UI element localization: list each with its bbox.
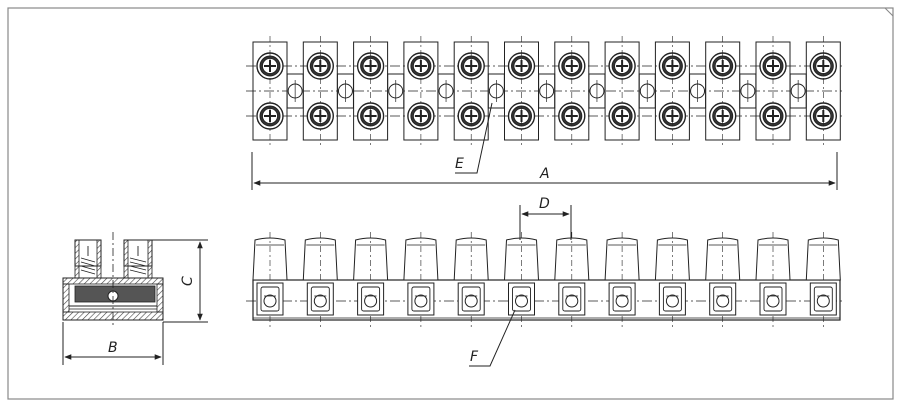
wire-hole-icon [716,294,730,308]
front-body-outline [252,279,841,321]
terminal-front [554,232,590,328]
screw-tower [705,237,741,281]
label-c: C [180,276,196,286]
wire-hole-icon [766,294,780,308]
terminal-top [306,36,354,146]
terminal-front [302,232,338,328]
dimension-d: D [519,196,572,240]
screw-tower [453,237,489,281]
terminal-front [705,232,741,328]
screw-tower [805,237,841,281]
dimension-a: A [251,152,838,190]
terminal-front [604,232,640,328]
dimension-c: C [150,239,208,323]
terminal-front [353,232,389,328]
wire-hole-icon [364,294,378,308]
terminal-top [356,36,405,146]
terminal-top [608,36,656,146]
terminal-top [507,36,556,146]
screw-tower [503,237,540,281]
wire-hole-icon [565,294,579,308]
terminal-top [407,36,455,146]
screw-tower [403,237,439,281]
wire-hole-icon [263,294,277,308]
wire-hole-icon [313,294,327,308]
side-section-view [62,232,164,326]
frame-corner-mark [884,7,894,17]
label-e: E [455,156,464,172]
screw-tower [252,237,288,281]
wire-hole-icon [816,294,830,308]
wire-hole-icon [414,294,428,308]
screw-tower [755,237,791,281]
wire-hole-icon [515,294,528,308]
dimension-b: B [62,322,164,365]
terminal-front [252,232,288,328]
wire-hole-icon [464,294,478,308]
terminal-top [809,36,837,146]
terminal-top [658,36,707,146]
screw-tower [554,237,590,281]
terminal-front [453,232,489,328]
label-b: B [108,340,118,356]
leader-e: E [455,102,493,174]
label-a: A [539,166,550,182]
terminal-top [558,36,606,146]
wire-hole-icon [665,294,679,308]
top-body-outline [252,41,841,141]
top-view [246,36,842,146]
screw-tower [353,237,389,281]
terminal-front [503,232,540,328]
screw-tower [654,237,690,281]
terminal-front [805,232,841,328]
terminal-front [654,232,690,328]
label-f: F [470,349,479,365]
front-view [246,232,842,328]
drawing-frame [7,7,894,400]
label-d: D [539,196,550,212]
terminal-top [759,36,807,146]
terminal-top [256,36,304,146]
terminal-top [709,36,757,146]
screw-tower [604,237,640,281]
wire-hole-icon [615,294,629,308]
leader-f: F [469,309,516,367]
screw-tower [302,237,338,281]
terminal-top [457,36,505,146]
terminal-front [403,232,439,328]
terminal-front [755,232,791,328]
